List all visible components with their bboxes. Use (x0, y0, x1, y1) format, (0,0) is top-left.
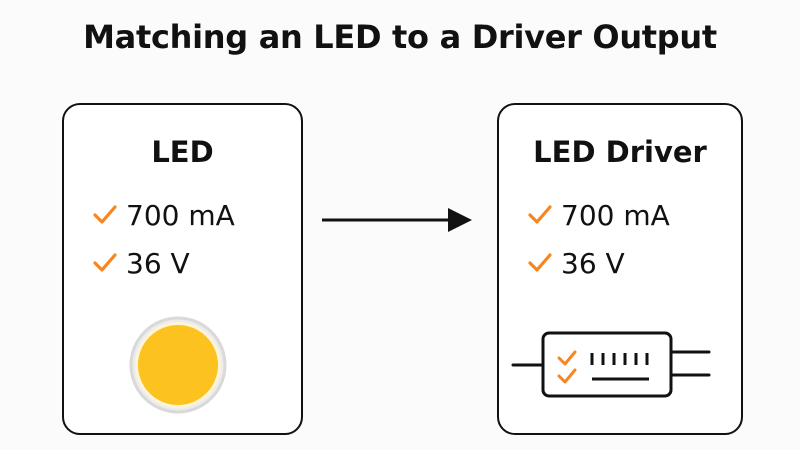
check-icon (93, 253, 117, 272)
led-card-title: LED (151, 135, 214, 169)
driver-card-title: LED Driver (533, 135, 707, 169)
led-card: LED 700 mA 36 V (62, 103, 303, 435)
arrow-right-icon (322, 208, 472, 232)
check-icon (93, 205, 117, 224)
driver-module-icon (511, 331, 711, 398)
led-spec-voltage: 36 V (92, 245, 190, 281)
check-icon (557, 368, 577, 384)
led-spec-current: 700 mA (92, 197, 235, 233)
driver-card: LED Driver 700 mA 36 V (497, 103, 743, 435)
diagram-title: Matching an LED to a Driver Output (83, 18, 717, 56)
driver-spec-current-value: 700 mA (561, 198, 670, 232)
label-ticks (590, 353, 649, 365)
led-spec-current-value: 700 mA (126, 198, 235, 232)
led-spec-voltage-value: 36 V (126, 246, 190, 280)
check-icon (557, 350, 577, 366)
driver-spec-current: 700 mA (527, 197, 670, 233)
driver-spec-voltage-value: 36 V (561, 246, 625, 280)
led-bulb-icon (129, 316, 227, 414)
check-icon (528, 205, 552, 224)
driver-body (541, 331, 673, 398)
check-icon (528, 253, 552, 272)
driver-spec-voltage: 36 V (527, 245, 625, 281)
